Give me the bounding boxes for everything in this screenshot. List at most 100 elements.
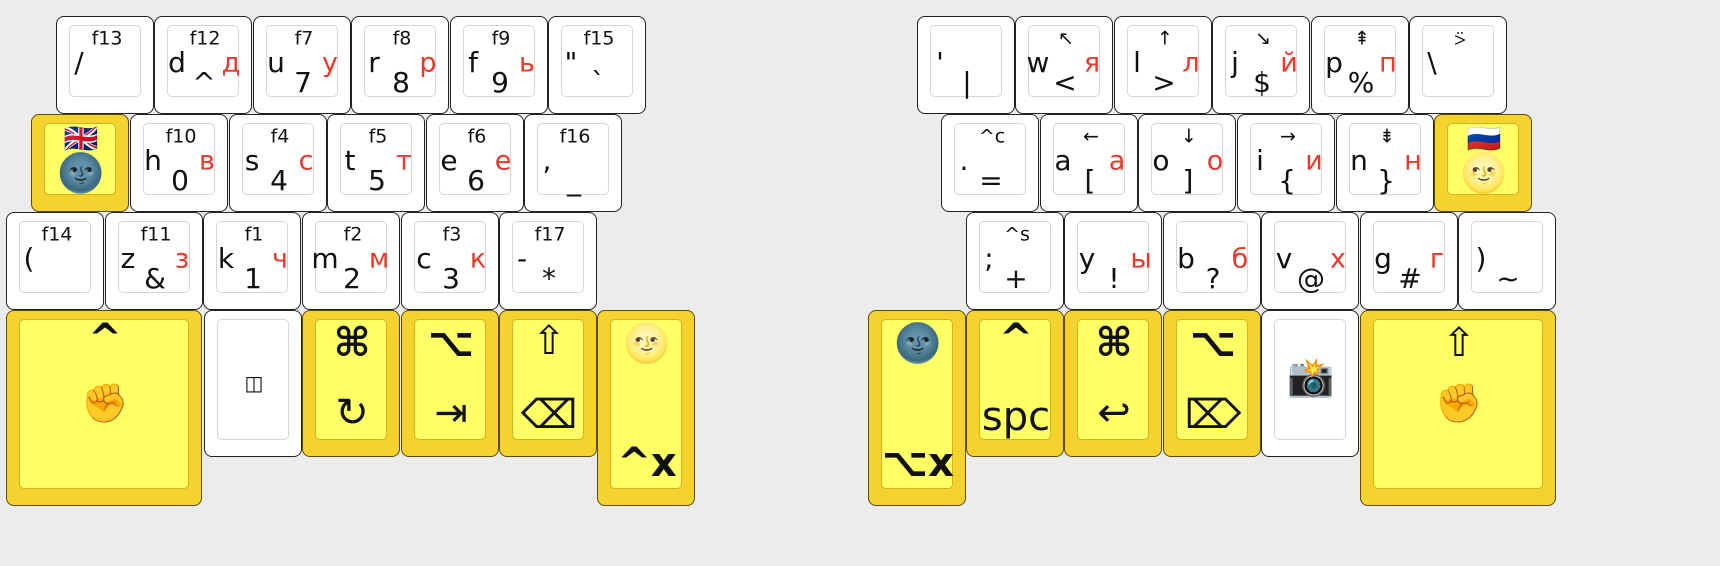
full-moon-face-icon: 🌝 [1460, 151, 1508, 195]
ctrl-symbol: ^ [999, 316, 1033, 362]
screenshot-key[interactable]: 📸 [1261, 310, 1359, 457]
keycap-face [1176, 319, 1248, 440]
key-quote[interactable]: "f15` [548, 16, 646, 114]
key-l[interactable]: l↑>л [1114, 16, 1212, 114]
key-apostrophe[interactable]: '| [917, 16, 1015, 114]
keycap-face [979, 221, 1051, 293]
key-i[interactable]: i→{и [1237, 114, 1335, 212]
key-primary-label: w [1026, 46, 1050, 79]
key-primary-label: s [244, 144, 260, 177]
key-function-label: ← [1083, 125, 1099, 148]
key-function-label: f8 [392, 27, 412, 50]
key-slash[interactable]: /f13 [56, 16, 154, 114]
key-primary-label: y [1078, 242, 1096, 275]
ctrl-thumb-key[interactable]: ^✊ [6, 310, 202, 506]
key-function-label: ⇞ [1354, 27, 1370, 50]
key-symbol-label: 3 [442, 262, 460, 295]
keycap-face [242, 123, 314, 195]
key-y[interactable]: y!ы [1064, 212, 1162, 310]
window-layout-key[interactable]: ◫ [204, 310, 302, 457]
keycap-face [315, 221, 387, 293]
key-function-label: ↑ [1157, 27, 1173, 50]
key-primary-label: , [542, 144, 552, 177]
key-paren-close[interactable]: )~ [1458, 212, 1556, 310]
key-backslash[interactable]: \⍩ [1409, 16, 1507, 114]
layer-toggle-english[interactable]: 🇬🇧🌚 [31, 114, 129, 212]
keycap-face [512, 319, 584, 440]
cmd-undo-key[interactable]: ⌘↻ [302, 310, 400, 457]
key-primary-label: . [959, 144, 969, 177]
key-primary-label: ' [936, 46, 944, 79]
key-symbol-label: ] [1182, 164, 1194, 197]
key-period[interactable]: .^c= [941, 114, 1039, 212]
cmd-return-key[interactable]: ⌘↩ [1064, 310, 1162, 457]
key-symbol-label: 0 [171, 164, 189, 197]
key-v[interactable]: v@х [1261, 212, 1359, 310]
key-p[interactable]: p⇞%п [1311, 16, 1409, 114]
keycap-face [1447, 123, 1519, 195]
keycap-face [561, 25, 633, 97]
key-primary-label: e [440, 144, 458, 177]
layer-toggle-russian[interactable]: 🇷🇺🌝 [1434, 114, 1532, 212]
key-g[interactable]: g#г [1360, 212, 1458, 310]
key-russian-label: ь [519, 47, 535, 79]
key-paren-open[interactable]: (f14 [6, 212, 104, 310]
key-primary-label: j [1231, 46, 1239, 79]
shift-thumb-key[interactable]: ⇧✊ [1360, 310, 1556, 506]
keycap-face [1373, 319, 1543, 489]
key-o[interactable]: o↓]о [1138, 114, 1236, 212]
option-delete-key[interactable]: ⌥⌦ [1163, 310, 1261, 457]
key-russian-label: е [494, 145, 512, 177]
key-primary-label: - [516, 242, 528, 275]
key-w[interactable]: w↖<я [1015, 16, 1113, 114]
key-function-label: ⍩ [1454, 27, 1466, 50]
option-tab-key[interactable]: ⌥⇥ [401, 310, 499, 457]
keycap-face [143, 123, 215, 195]
key-comma[interactable]: ,f16_ [524, 114, 622, 212]
key-primary-label: b [1177, 242, 1195, 275]
return-icon: ↩ [1097, 390, 1131, 436]
shift-backspace-key[interactable]: ⇧⌫ [499, 310, 597, 457]
key-b[interactable]: b?б [1163, 212, 1261, 310]
keycap-face [19, 319, 189, 489]
key-n[interactable]: n⇟}н [1336, 114, 1434, 212]
full-moon-layer-key[interactable]: 🌝^x [597, 310, 695, 506]
key-a[interactable]: a←[а [1040, 114, 1138, 212]
keycap-face [19, 221, 91, 293]
new-moon-layer-key[interactable]: 🌚⌥x [868, 310, 966, 506]
keycap-face [1422, 25, 1494, 97]
key-symbol-label: % [1347, 66, 1375, 99]
backspace-icon: ⌫ [520, 392, 578, 438]
key-symbol-label: < [1053, 66, 1077, 99]
key-j[interactable]: j↘$й [1212, 16, 1310, 114]
keycap-face [315, 319, 387, 440]
key-symbol-label: ! [1108, 262, 1120, 295]
option-x-label: ⌥x [882, 440, 954, 486]
key-primary-label: v [1275, 242, 1293, 275]
option-symbol: ⌥ [1189, 320, 1237, 366]
key-symbol-label: @ [1297, 262, 1325, 295]
key-function-label: f9 [491, 27, 511, 50]
key-symbol-label: # [1398, 262, 1422, 295]
keycap-face [216, 221, 288, 293]
key-dash[interactable]: -f17* [499, 212, 597, 310]
ctrl-space-key[interactable]: ^spc [966, 310, 1064, 457]
key-russian-label: н [1404, 145, 1422, 177]
key-function-label: f5 [368, 125, 388, 148]
key-semicolon[interactable]: ;^s+ [966, 212, 1064, 310]
keycap-face [1176, 221, 1248, 293]
key-symbol-label: * [542, 262, 556, 295]
